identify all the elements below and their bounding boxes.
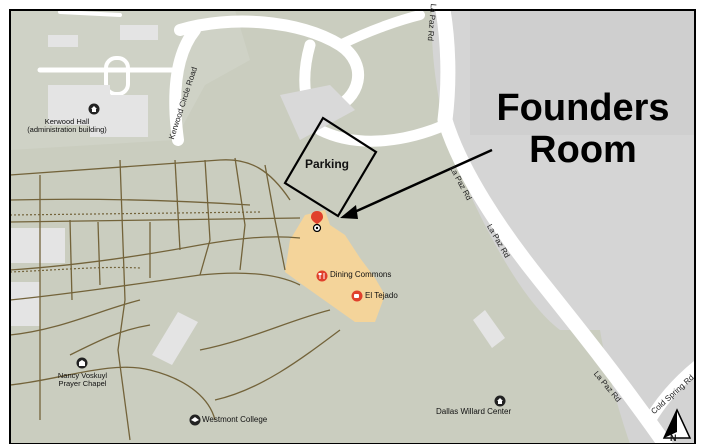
kerwood-hall-label: Kerwood Hall (administration building) <box>27 117 107 134</box>
north-arrow-icon <box>662 408 692 439</box>
path-15 <box>264 164 286 271</box>
path-17 <box>199 309 331 351</box>
building-top-2 <box>48 35 78 47</box>
open-area-top <box>470 10 695 135</box>
road-top-link <box>335 10 425 50</box>
map-frame <box>9 9 696 444</box>
road-kerwood-circle <box>169 24 201 146</box>
path-16 <box>9 366 216 421</box>
dashed-path-1 <box>9 211 261 216</box>
parking-box <box>283 116 378 218</box>
building-left-2 <box>10 282 40 326</box>
westmont-college-label: Westmont College <box>202 415 268 424</box>
road-cold-spring <box>644 354 705 426</box>
pointer-arrow-head <box>340 205 358 219</box>
pointer-arrow-line <box>349 148 493 216</box>
path-3 <box>9 217 301 223</box>
dallas-willard-label: Dallas Willard Center <box>436 407 512 416</box>
building-icon <box>88 103 100 115</box>
path-12 <box>174 159 181 251</box>
restaurant-icon <box>316 270 328 282</box>
path-13 <box>199 159 211 276</box>
path-10 <box>117 159 131 441</box>
path-18 <box>214 329 341 401</box>
path-14 <box>234 157 246 271</box>
dining-commons-label: Dining Commons <box>330 270 392 279</box>
road-network <box>37 2 705 444</box>
path-19 <box>69 324 151 356</box>
buildings <box>10 25 505 365</box>
callout-line-2: Room <box>529 128 637 171</box>
location-pin-icon <box>311 211 323 232</box>
cafe-icon <box>351 290 363 302</box>
dashed-path-2 <box>9 266 141 273</box>
callout-line-1: Founders <box>496 87 670 129</box>
footpaths <box>9 157 341 441</box>
school-icon <box>189 414 201 426</box>
road-la-paz <box>435 2 673 444</box>
chapel-icon <box>76 357 88 369</box>
building-left-1 <box>10 228 65 263</box>
founders-room-callout: Founders Room <box>478 87 688 172</box>
open-area-corner <box>600 330 695 444</box>
path-4 <box>9 236 301 271</box>
prayer-chapel-label: Nancy Voskuyl Prayer Chapel <box>57 371 108 388</box>
kerwood-oval <box>104 56 130 96</box>
road-top-arc <box>174 15 364 116</box>
path-9 <box>97 221 101 286</box>
building-center <box>152 312 198 365</box>
road-top-path <box>58 10 122 17</box>
compass-label: N <box>670 433 677 443</box>
path-5 <box>9 272 301 301</box>
path-8 <box>69 219 73 301</box>
dallas-willard-icon <box>494 395 506 407</box>
el-tejado-label: El Tejado <box>365 291 398 300</box>
road-parking-loop <box>299 39 451 147</box>
parking-surface <box>280 85 355 140</box>
kerwood-hall-wing <box>90 95 148 137</box>
dashed-paths <box>9 211 261 273</box>
path-6 <box>9 299 141 336</box>
building-top-1 <box>120 25 158 40</box>
parking-label: Parking <box>305 157 350 171</box>
building-right <box>473 310 505 348</box>
